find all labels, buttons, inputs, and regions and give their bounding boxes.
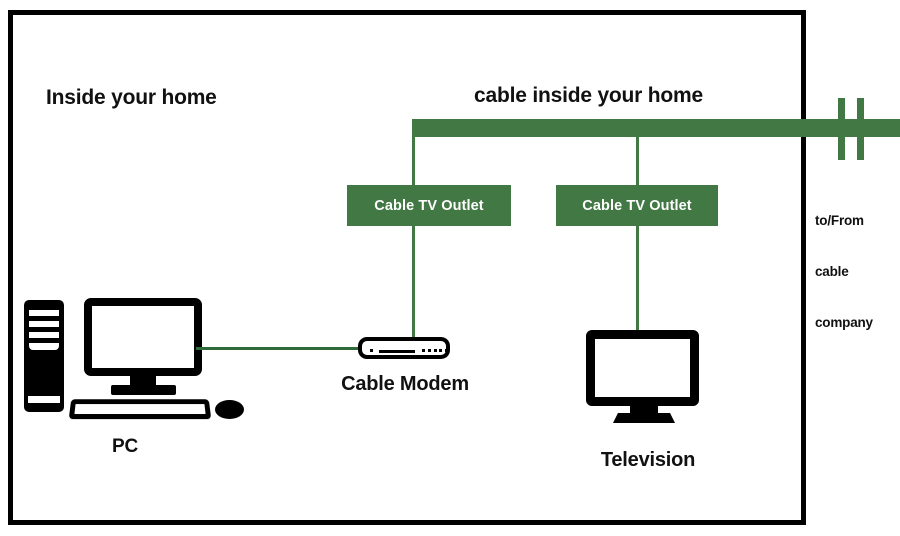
tv-neck — [630, 406, 658, 414]
cable-connector-bar-left — [838, 98, 845, 160]
cable-connector-bar-right — [857, 98, 864, 160]
modem-led — [427, 349, 431, 352]
modem-icon — [358, 337, 450, 359]
to-from-line-3: company — [815, 315, 873, 330]
pc-keyboard-icon — [68, 399, 212, 420]
cable-modem-label: Cable Modem — [341, 373, 469, 395]
cable-tv-outlet-2[interactable]: Cable TV Outlet — [556, 185, 718, 226]
modem-led — [445, 349, 448, 352]
inside-your-home-title: Inside your home — [46, 86, 217, 109]
tv-base — [613, 413, 675, 423]
tower-slot — [29, 332, 59, 338]
to-from-line-2: cable — [815, 264, 849, 279]
home-boundary-frame — [8, 10, 806, 525]
pc-label: PC — [112, 436, 138, 457]
modem-led-dot — [370, 349, 373, 352]
modem-led — [433, 349, 437, 352]
modem-led-bar — [379, 350, 415, 353]
tower-slot — [29, 310, 59, 316]
pc-monitor-base — [111, 385, 176, 395]
cable-modem-to-pc-line — [196, 347, 360, 350]
modem-led — [422, 349, 425, 352]
to-from-line-1: to/From — [815, 213, 864, 228]
pc-monitor-icon — [84, 298, 202, 376]
pc-mouse-icon — [215, 400, 244, 419]
drop-line-to-cable-modem — [412, 135, 415, 357]
cable-inside-your-home-title: cable inside your home — [474, 84, 703, 107]
drop-line-to-television — [636, 135, 639, 343]
desktop-computer-icon — [22, 296, 244, 426]
tv-screen — [586, 330, 699, 406]
tower-slot — [29, 321, 59, 327]
tower-vent — [29, 343, 59, 350]
cable-tv-outlet-1[interactable]: Cable TV Outlet — [347, 185, 511, 226]
tower-base-strip — [28, 396, 60, 403]
pc-tower-icon — [24, 300, 64, 412]
television-label: Television — [600, 449, 696, 471]
to-from-cable-company-label: to/From cable company — [815, 178, 873, 365]
modem-led — [439, 349, 443, 352]
pc-monitor-neck — [130, 376, 156, 386]
television-icon — [586, 330, 710, 426]
cable-trunk-line — [412, 119, 900, 137]
modem-led-group — [422, 349, 448, 353]
